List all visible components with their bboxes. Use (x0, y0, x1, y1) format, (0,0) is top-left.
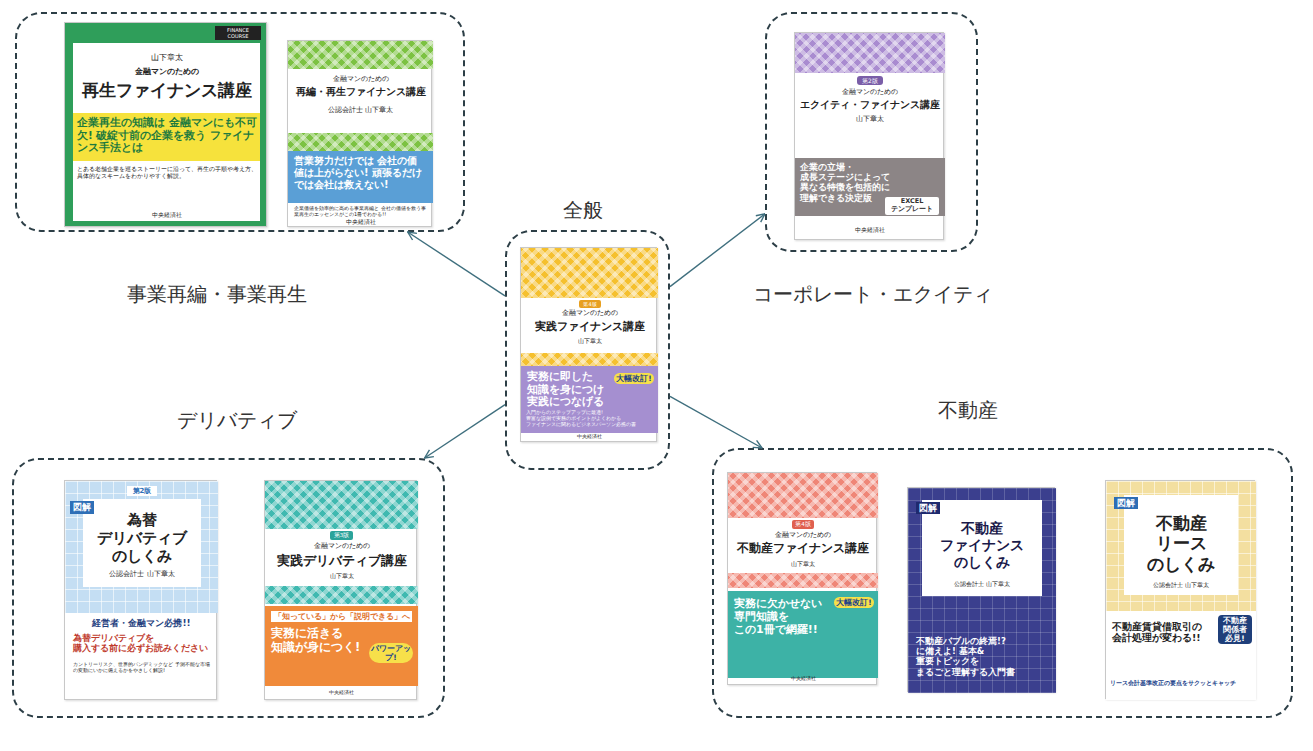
cover-text: 第4版 (579, 300, 601, 308)
cover-text: 大幅改訂! (614, 373, 654, 384)
cover-text: 中央経済社 (288, 219, 433, 226)
cover-text: 為替デリバティブを 購入する前に必ずお読みください (73, 633, 210, 653)
cover-text: 実務に即した 知識を身につけ 実践につなげる (527, 370, 615, 408)
group-label: コーポレート・エクイティ (723, 282, 1023, 306)
cover-text: 中央経済社 (795, 227, 945, 234)
cover-text: 再生ファイナンス講座 (73, 80, 260, 100)
arrow-connector (408, 232, 505, 296)
cover-text: とある老舗企業を巡るストーリーに沿って、再生の手順や考え方、具体的なスキームをわ… (77, 165, 257, 179)
cover-text: リース会計基準改正の要点をサクッとキャッチ (1110, 679, 1252, 687)
group-box: コーポレート・エクイティ第2版金融マンのためのエクイティ・ファイナンス講座山下章… (765, 12, 978, 252)
cover-text: 中央経済社 (73, 211, 260, 218)
cover-text: 中央経済社 (728, 675, 878, 681)
cover-text: 不動産賃貸借取引の 会計処理が変わる!! (1112, 621, 1216, 644)
cover-text: 山下章太 (728, 560, 878, 567)
cover-text: 経営者・金融マン必携!! (69, 618, 214, 629)
cover-text: 実務に活きる 知識が身につく! (271, 627, 371, 655)
cover-text: 不動産ファイナンス講座 (728, 542, 878, 556)
cover-text: 実践ファイナンス講座 (521, 320, 658, 333)
cover-text: 第2版 (127, 486, 157, 496)
cover-text: 公認会計士 山下章太 (85, 571, 199, 579)
cover-text: 再編・再生ファイナンス講座 (288, 86, 433, 98)
cover-text: FINANCE COURSE (215, 26, 261, 40)
cover-text: 公認会計士 山下章太 (1130, 581, 1232, 588)
cover-text: 図解 (916, 502, 940, 514)
cover-text: カントリーリスク、世界的パンデミックなど 予測不能な市場の変動にいかに備えるかを… (73, 661, 210, 673)
cover-text: 中央経済社 (521, 433, 658, 439)
cover-text: 金融マンのための (795, 88, 945, 96)
group-label: 不動産 (677, 398, 1258, 422)
cover-text: 実務に欠かせない 専門知識を この1冊で網羅!! (734, 597, 834, 637)
cover-text: 山下章太 (521, 337, 658, 344)
cover-text: 図解 (70, 501, 94, 514)
arrow-connector (425, 405, 505, 458)
cover-text: 公認会計士 山下章太 (928, 580, 1036, 587)
cover-text: 金融マンのための (73, 67, 260, 77)
cover-text: 金融マンのための (728, 531, 878, 539)
cover-text: 公認会計士 山下章太 (288, 107, 433, 115)
cover-text: 金融マンのための (521, 310, 658, 318)
group-label: デリバティブ (20, 408, 453, 432)
cover-text: 金融マンのための (288, 75, 433, 83)
cover-band (795, 33, 945, 73)
cover-text: 山下章太 (265, 572, 418, 579)
cover-text: 金融マンのための (265, 542, 418, 550)
cover-band (265, 481, 418, 529)
group-box: 全般第4版金融マンのための実践ファイナンス講座山下章太実務に即した 知識を身につ… (505, 230, 670, 470)
book-cover: 第3版金融マンのための実践デリバティブ講座山下章太「知っている」から「説明できる… (264, 480, 417, 700)
cover-text: 大幅改訂! (834, 597, 874, 608)
cover-text: 山下章太 (795, 116, 945, 124)
cover-band (265, 586, 418, 604)
book-cover: FINANCE COURSE 山下章太金融マンのための再生ファイナンス講座企業再生… (64, 22, 267, 227)
book-cover: 図解不動産 ファイナンス のしくみ公認会計士 山下章太不動産バブルの終焉!? に… (907, 487, 1055, 692)
cover-text: 入門からのステップアップに最適! 豊富な説例で実務のポイントがよくわかる ファイ… (526, 409, 653, 427)
cover-text: 第4版 (792, 520, 814, 529)
cover-text: 第2版 (857, 76, 883, 85)
book-cover: 図解不動産 リース のしくみ公認会計士 山下章太不動産賃貸借取引の 会計処理が変… (1105, 480, 1255, 699)
cover-band (288, 41, 433, 69)
cover-text: 実践デリバティブ講座 (265, 553, 418, 568)
book-cover: 図解 第2版為替 デリバティブ のしくみ公認会計士 山下章太経営者・金融マン必携!… (64, 480, 217, 700)
cover-band (728, 473, 878, 518)
cover-text: 企業価値を効率的に高める事業再編と 会社の価値を救う事業再生のエッセンスがこの1… (294, 205, 427, 217)
book-cover: 金融マンのための再編・再生ファイナンス講座公認会計士 山下章太営業努力だけでは … (287, 40, 432, 227)
cover-text: 企業再生の知識は 金融マンにも不可欠! 破綻寸前の企業を救う ファイナンス手法と… (77, 116, 257, 154)
cover-text: 不動産 リース のしくみ (1130, 513, 1232, 574)
connector-group (408, 214, 765, 458)
cover-text: エクイティ・ファイナンス講座 (795, 99, 945, 111)
group-label: 全般 (500, 198, 665, 222)
cover-text: 為替 デリバティブ のしくみ (85, 511, 199, 565)
cover-band (521, 248, 658, 298)
cover-text: パワーアップ! (369, 643, 413, 663)
group-box: 不動産第4版金融マンのための不動産ファイナンス講座山下章太実務に欠かせない 専門… (712, 448, 1293, 718)
cover-band (288, 133, 433, 151)
cover-text: EXCEL テンプレート (885, 197, 939, 215)
arrow-connector (670, 396, 762, 448)
group-label: 事業再編・事業再生 (0, 282, 442, 306)
book-cover: 第2版金融マンのためのエクイティ・ファイナンス講座山下章太企業の立場・成長ステー… (794, 32, 944, 240)
cover-band (728, 573, 878, 588)
book-cover: 第4版金融マンのための実践ファイナンス講座山下章太実務に即した 知識を身につけ … (520, 247, 657, 442)
book-cover: 第4版金融マンのための不動産ファイナンス講座山下章太実務に欠かせない 専門知識を… (727, 472, 877, 685)
cover-text: 不動産 関係者 必見! (1218, 615, 1252, 644)
cover-text: 「知っている」から「説明できる」へ (271, 611, 412, 622)
cover-text: 山下章太 (73, 53, 260, 63)
cover-text: 不動産バブルの終焉!? に備えよ! 基本&重要トピックを まるごと理解する入門書 (916, 636, 1026, 677)
cover-text: 営業努力だけでは 会社の価値は上がらない! 頑張るだけでは会社は救えない! (294, 155, 427, 191)
cover-text: 図解 (1114, 497, 1138, 509)
arrow-connector (670, 214, 765, 287)
group-box: 事業再編・事業再生FINANCE COURSE山下章太金融マンのための再生ファイ… (15, 12, 465, 232)
cover-text: 第3版 (330, 531, 353, 540)
group-box: デリバティブ図解第2版為替 デリバティブ のしくみ公認会計士 山下章太経営者・金… (12, 458, 445, 718)
cover-band (521, 353, 658, 366)
cover-text: 不動産 ファイナンス のしくみ (928, 520, 1036, 570)
cover-text: 中央経済社 (265, 689, 418, 695)
